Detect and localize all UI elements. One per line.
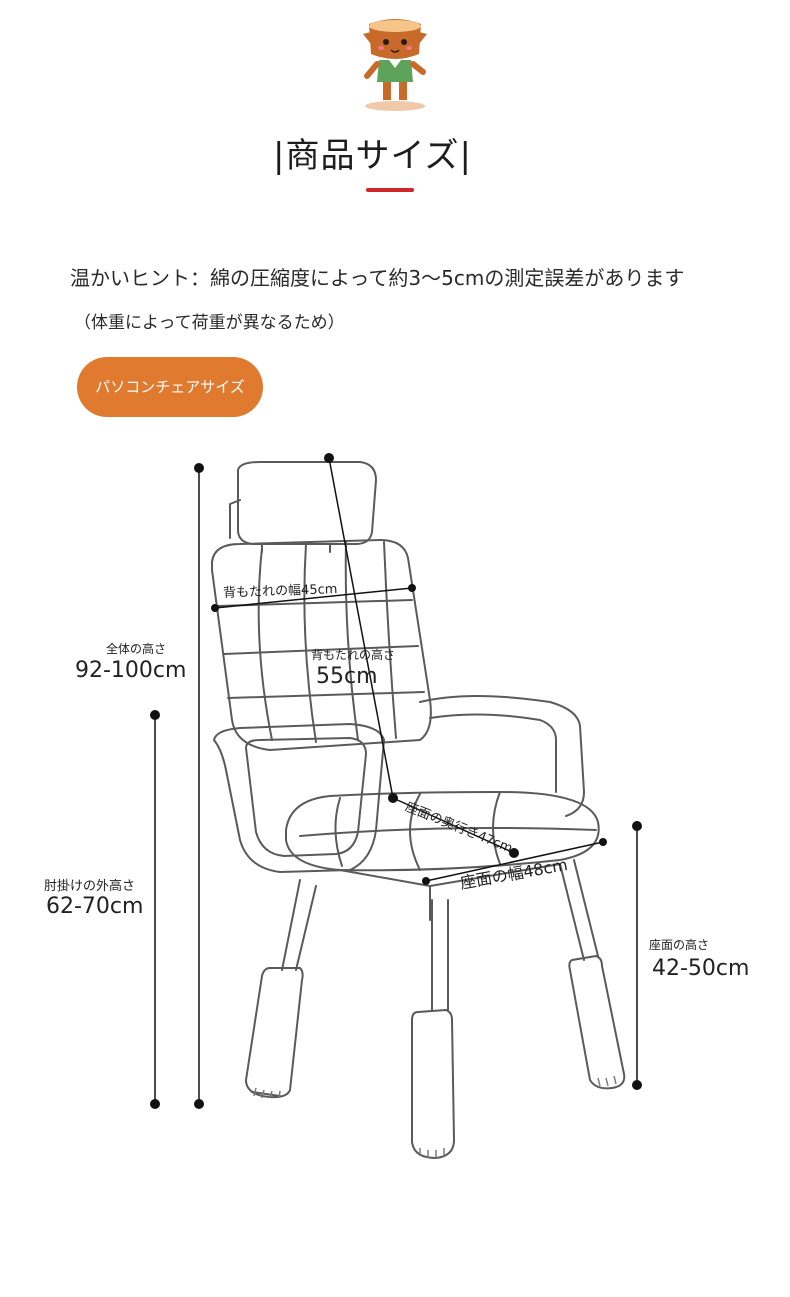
armrest-height-label: 肘掛けの外高さ — [44, 879, 136, 894]
chair-illustration — [150, 453, 642, 1159]
chair-foot-front — [411, 1009, 455, 1159]
page-title: |商品サイズ| — [273, 136, 472, 176]
measurement-hint: 温かいヒント：綿の圧縮度によって約3〜5cmの測定誤差があります — [70, 266, 685, 290]
backrest-height-label: 背もたれの高さ — [311, 648, 396, 662]
chair-foot-left — [245, 967, 304, 1099]
backrest-height-line — [328, 457, 394, 799]
backrest-height-value: 55cm — [316, 664, 378, 689]
measurement-hint-note: （体重によって荷重が異なるため） — [74, 313, 345, 333]
seat-height-value: 42-50cm — [652, 956, 750, 981]
armrest-height-value: 62-70cm — [46, 894, 144, 919]
chair-backrest — [211, 539, 432, 751]
mascot-icon — [363, 19, 427, 111]
backrest-width-label: 背もたれの幅45cm — [222, 582, 338, 601]
chair-leg-front-left — [281, 879, 301, 971]
chair-diagram: 背もたれの幅45cm 背もたれの高さ 55cm 全体の高さ 92-100cm 肘… — [0, 440, 790, 1180]
seat-height-label: 座面の高さ — [649, 938, 710, 952]
seat-depth-line — [392, 797, 515, 854]
total-height-label: 全体の高さ — [106, 642, 167, 656]
category-badge: パソコンチェアサイズ — [77, 357, 263, 417]
chair-armrest-right — [419, 695, 585, 817]
chair-foot-right — [568, 955, 626, 1090]
total-height-value: 92-100cm — [75, 658, 187, 683]
chair-headrest — [237, 461, 377, 545]
backrest-width-line — [214, 587, 413, 609]
chair-armrest-left — [213, 723, 385, 873]
seat-width-line — [425, 841, 604, 882]
title-underline — [366, 188, 414, 192]
